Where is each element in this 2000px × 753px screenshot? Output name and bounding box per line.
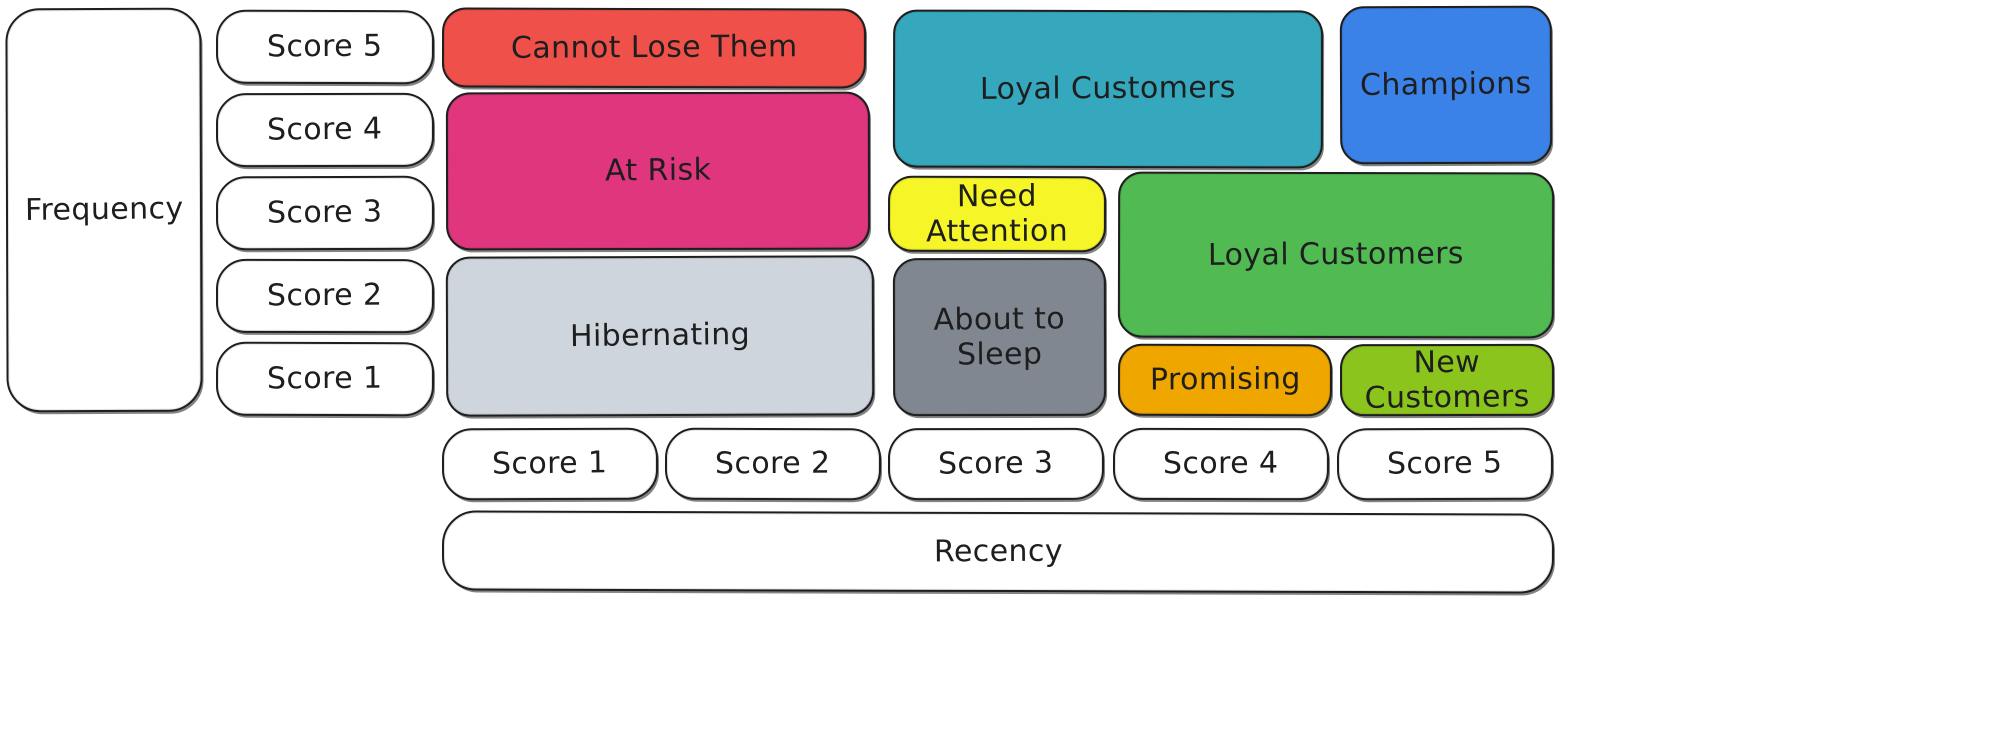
segment-loyal-customers-upper-label: Loyal Customers: [979, 69, 1237, 107]
segment-at-risk-label: At Risk: [604, 152, 712, 189]
frequency-tick-score-2-label: Score 2: [267, 277, 383, 314]
segment-cannot-lose-them[interactable]: Cannot Lose Them: [441, 7, 867, 89]
recency-tick-score-4-label: Score 4: [1163, 445, 1279, 482]
segment-promising-label: Promising: [1149, 361, 1301, 398]
segment-need-attention-label: Need Attention: [925, 178, 1069, 249]
recency-tick-score-1-label: Score 1: [492, 445, 608, 482]
frequency-axis-title-label: Frequency: [24, 190, 184, 228]
frequency-tick-score-4-label: Score 4: [267, 111, 383, 148]
recency-tick-score-2-label: Score 2: [715, 445, 831, 482]
segment-hibernating-label: Hibernating: [569, 316, 751, 354]
recency-tick-score-3-label: Score 3: [938, 445, 1054, 482]
frequency-tick-score-3-label: Score 3: [267, 194, 383, 231]
segment-about-to-sleep-label: About to Sleep: [933, 300, 1066, 372]
frequency-tick-score-4: Score 4: [215, 92, 435, 168]
recency-tick-score-5: Score 5: [1336, 427, 1554, 501]
recency-tick-score-5-label: Score 5: [1387, 445, 1503, 482]
segment-loyal-customers-lower[interactable]: Loyal Customers: [1117, 171, 1555, 339]
segment-new-customers[interactable]: New Customers: [1339, 343, 1555, 417]
segment-loyal-customers-upper[interactable]: Loyal Customers: [892, 9, 1324, 169]
recency-tick-score-4: Score 4: [1112, 427, 1330, 501]
segment-champions-label: Champions: [1360, 65, 1532, 103]
segment-at-risk[interactable]: At Risk: [445, 91, 871, 251]
segment-champions[interactable]: Champions: [1339, 5, 1553, 165]
segment-about-to-sleep[interactable]: About to Sleep: [892, 257, 1107, 417]
recency-axis-title: Recency: [441, 510, 1555, 594]
frequency-tick-score-5: Score 5: [215, 9, 435, 85]
segment-hibernating[interactable]: Hibernating: [445, 255, 875, 417]
segment-need-attention[interactable]: Need Attention: [887, 175, 1107, 253]
segment-cannot-lose-them-label: Cannot Lose Them: [510, 28, 798, 66]
frequency-tick-score-1: Score 1: [215, 341, 435, 417]
recency-tick-score-2: Score 2: [664, 427, 882, 501]
segment-new-customers-label: New Customers: [1364, 344, 1530, 415]
segment-promising[interactable]: Promising: [1117, 343, 1333, 417]
recency-axis-title-label: Recency: [933, 533, 1063, 570]
recency-tick-score-1: Score 1: [441, 427, 659, 501]
recency-tick-score-3: Score 3: [887, 427, 1105, 501]
frequency-tick-score-5-label: Score 5: [267, 28, 383, 65]
frequency-tick-score-1-label: Score 1: [267, 360, 383, 397]
frequency-tick-score-2: Score 2: [215, 258, 435, 334]
segment-loyal-customers-lower-label: Loyal Customers: [1207, 235, 1465, 273]
frequency-tick-score-3: Score 3: [215, 175, 435, 251]
frequency-axis-title: Frequency: [5, 7, 203, 413]
